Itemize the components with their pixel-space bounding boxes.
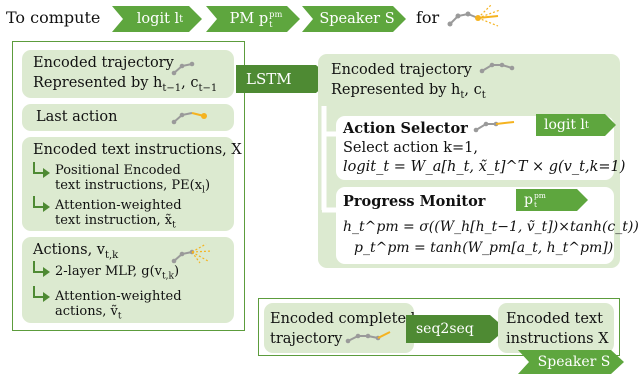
last-action-text: Last action <box>36 109 118 125</box>
represented-by-text: Represented by ht−1, ct−1 <box>33 75 217 97</box>
actions-box <box>22 237 234 323</box>
actions-title: Actions, vt,k <box>33 242 118 264</box>
represented-by-c: , c <box>181 75 199 91</box>
completed-trajectory-line-2: trajectory <box>270 331 343 347</box>
positional-line-2: text instructions, PE(xl) <box>55 178 210 199</box>
pm-formula-h: h_t^pm = σ((W_h[h_t−1, ṽ_t])×tanh(c_t)) <box>343 219 639 235</box>
encoded-instructions-line-1: Encoded text <box>506 311 603 327</box>
attn-text-sub: t <box>172 220 176 231</box>
chip-speaker: Speaker S <box>302 6 406 32</box>
pm-label-sup: pm <box>533 191 546 200</box>
trajectory-glyph-last-action <box>171 112 207 125</box>
represented-by-h: Represented by h <box>33 75 163 91</box>
speaker-label: Speaker S <box>518 350 624 374</box>
attn-text-line-2: text instruction, x̃t <box>55 213 176 234</box>
to-compute-label: To compute <box>6 8 101 27</box>
seq2seq-arrow: seq2seq <box>406 315 506 343</box>
completed-trajectory-line-1: Encoded completed <box>270 311 416 327</box>
trajectory-glyph-gray <box>171 61 195 76</box>
corner-arrow-1 <box>33 162 50 178</box>
actions-title-text: Actions, v <box>33 242 105 258</box>
encoded-trajectory-text: Encoded trajectory <box>33 55 174 71</box>
right-rb-h: Represented by h <box>331 82 461 98</box>
progress-monitor-title: Progress Monitor <box>343 193 486 210</box>
chip-pm-sub: t <box>269 19 273 29</box>
actions-sub: t,k <box>104 249 119 261</box>
pm-label-sub: t <box>533 200 537 209</box>
trajectory-glyph-header <box>447 3 501 27</box>
corner-arrow-2 <box>33 196 50 212</box>
encoded-trajectory-box <box>22 50 234 98</box>
attn-actions-line-2-text: actions, ṽ <box>55 304 118 319</box>
trajectory-glyph-actions <box>171 243 213 264</box>
attn-actions-line-2: actions, ṽt <box>55 304 122 325</box>
attn-text-line-1: Attention-weighted <box>55 198 182 213</box>
sub-t-minus-1: t−1 <box>162 82 182 94</box>
positional-sub: l <box>202 185 205 196</box>
mlp-sub: t,k <box>162 271 174 282</box>
logit-label-text: logit l <box>544 117 585 133</box>
sub-t-minus-1-c: t−1 <box>198 82 218 94</box>
right-encoded-trajectory-text: Encoded trajectory <box>331 62 472 78</box>
for-label: for <box>416 8 440 27</box>
select-action-text: Select action k=1, <box>343 140 478 156</box>
chip-logit-sub: t <box>179 13 184 25</box>
trajectory-glyph-action-selector <box>473 121 515 133</box>
completed-trajectory-box <box>264 303 414 353</box>
mlp-end: ) <box>173 264 180 279</box>
corner-arrow-3 <box>33 261 50 277</box>
last-action-box <box>22 104 234 131</box>
right-rb-sub1: t <box>460 89 465 101</box>
positional-end: ) <box>204 178 211 193</box>
attn-text-line-2-text: text instruction, x̃ <box>55 213 173 228</box>
pm-formula-p: p_t^pm = tanh(W_pm[a_t, h_t^pm]) <box>354 240 614 256</box>
attn-actions-sub: t <box>117 311 122 322</box>
mlp-text-main: 2-layer MLP, g(v <box>55 264 163 279</box>
positional-line-2-text: text instructions, PE(x <box>55 178 203 193</box>
right-rb-c: , c <box>464 82 482 98</box>
pm-label-text: p <box>524 192 533 208</box>
chip-pm-text: PM p <box>229 11 269 27</box>
encoded-instructions-line-2: instructions X <box>506 331 609 347</box>
mlp-text: 2-layer MLP, g(vt,k) <box>55 264 179 285</box>
logit-label-sub: t <box>584 119 589 131</box>
encoded-text-title: Encoded text instructions, X <box>33 142 242 158</box>
encoded-instructions-box <box>498 303 614 353</box>
trajectory-glyph-right <box>479 62 515 74</box>
right-represented-by: Represented by ht, ct <box>331 82 486 104</box>
lstm-arrow: LSTM <box>236 65 332 93</box>
chip-pm-sup: pm <box>269 9 283 19</box>
trajectory-glyph-completed <box>345 331 391 344</box>
right-rb-sub2: t <box>481 89 486 101</box>
chip-logit-text: logit l <box>136 11 180 27</box>
attn-actions-line-1: Attention-weighted <box>55 289 182 304</box>
logit-formula: logit_t = W_a[h_t, x̃_t]^T × g(v_t,k=1) <box>343 159 626 175</box>
corner-arrow-4 <box>33 286 50 302</box>
action-selector-title: Action Selector <box>343 120 468 137</box>
positional-line-1: Positional Encoded <box>55 163 181 178</box>
encoded-text-box <box>22 137 234 231</box>
